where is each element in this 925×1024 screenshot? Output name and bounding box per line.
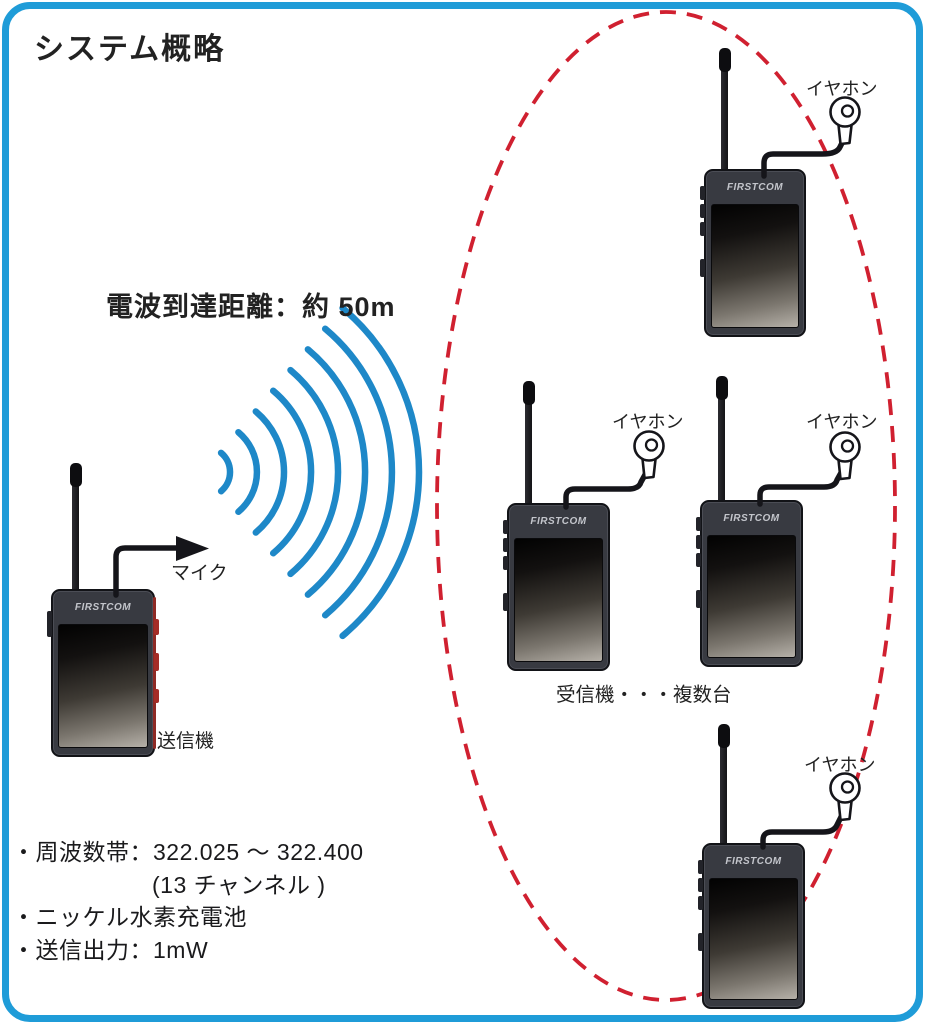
device-faceplate: FIRSTCOM (704, 845, 803, 878)
earphone-icon (829, 772, 861, 822)
device-faceplate: FIRSTCOM (706, 171, 804, 204)
spec-line-battery: ・ニッケル水素充電池 (12, 904, 247, 930)
radio-wave-arc (287, 366, 342, 578)
receiver-device-4: FIRSTCOM (698, 843, 805, 1009)
receiver-device-1: FIRSTCOM (700, 169, 806, 337)
antenna-tip (718, 48, 731, 72)
range-label: 電波到達距離：約 50m (106, 292, 396, 322)
side-button (503, 538, 508, 552)
receiver-antenna (522, 381, 535, 510)
brand-logo: FIRSTCOM (725, 856, 782, 867)
earphone-icon (829, 96, 861, 146)
side-button (700, 204, 705, 218)
earphone-cable (760, 812, 845, 850)
device-faceplate: FIRSTCOM (509, 505, 608, 538)
device-faceplate: FIRSTCOM (53, 591, 153, 624)
page-title: システム概略 (34, 33, 226, 66)
side-button (700, 222, 705, 236)
radio-wave-arc (252, 408, 288, 536)
receiver-antenna (717, 724, 730, 850)
side-button (503, 520, 508, 534)
radio-wave-arc (339, 304, 423, 640)
receiver-antenna (718, 48, 731, 176)
mic-arrowhead (176, 536, 209, 561)
radio-wave-arcs (217, 304, 423, 640)
transmitter-label: 送信機 (157, 731, 215, 752)
antenna-tip (69, 463, 82, 487)
device-screen (514, 538, 603, 662)
earphone-label: イヤホン (806, 412, 878, 432)
side-button (696, 535, 701, 549)
antenna-tip (522, 381, 535, 405)
receiver-device-3: FIRSTCOM (696, 500, 803, 667)
side-button (698, 860, 703, 874)
antenna-tip (717, 724, 730, 748)
receiver-antenna (715, 376, 728, 507)
coverage-ellipse (435, 10, 897, 1002)
side-button (696, 590, 701, 608)
spec-line-frequency: ・周波数帯：322.025 ～ 322.400 (12, 839, 364, 865)
earphone-label: イヤホン (806, 79, 878, 99)
earphone-icon (633, 430, 665, 480)
transmitter-antenna (69, 463, 82, 596)
side-button (698, 896, 703, 910)
spec-line-channels: (13 チャンネル ) (152, 871, 326, 898)
mic-label: マイク (171, 563, 228, 584)
side-button (696, 517, 701, 531)
red-case-edge (153, 597, 156, 749)
radio-wave-arc (217, 449, 234, 495)
earphone-label: イヤホン (612, 412, 684, 432)
brand-logo: FIRSTCOM (723, 513, 780, 524)
radio-wave-arc (304, 346, 369, 598)
brand-logo: FIRSTCOM (530, 516, 587, 527)
radio-wave-arc (321, 325, 396, 619)
device-screen (709, 878, 798, 1000)
side-button (700, 259, 705, 277)
side-button (154, 689, 159, 703)
receiver-device-2: FIRSTCOM (503, 503, 610, 671)
earphone-cable (757, 468, 845, 507)
earphone-cable (761, 136, 847, 179)
receivers-caption: 受信機・・・複数台 (556, 684, 732, 706)
antenna-tip (715, 376, 728, 400)
spec-line-power: ・送信出力：1mW (12, 936, 209, 963)
side-button (503, 593, 508, 611)
brand-logo: FIRSTCOM (726, 182, 784, 193)
radio-wave-arc (235, 428, 261, 516)
side-button (154, 619, 159, 635)
side-button (698, 933, 703, 951)
side-button (47, 611, 52, 637)
side-button (700, 186, 705, 200)
device-screen (707, 535, 796, 658)
side-button (154, 653, 159, 671)
device-screen (711, 204, 799, 328)
side-button (698, 878, 703, 892)
brand-logo: FIRSTCOM (74, 602, 132, 613)
device-faceplate: FIRSTCOM (702, 502, 801, 535)
side-button (503, 556, 508, 570)
transmitter-device: FIRSTCOM (47, 589, 159, 757)
earphone-cable (563, 470, 649, 510)
mic-cable (113, 545, 180, 598)
device-screen (58, 624, 148, 748)
radio-wave-arc (269, 387, 315, 557)
spec-list: ・周波数帯：322.025 ～ 322.400 (13 チャンネル ) ・ニッケ… (12, 836, 364, 966)
earphone-label: イヤホン (804, 755, 876, 775)
side-button (696, 553, 701, 567)
earphone-icon (829, 431, 861, 481)
